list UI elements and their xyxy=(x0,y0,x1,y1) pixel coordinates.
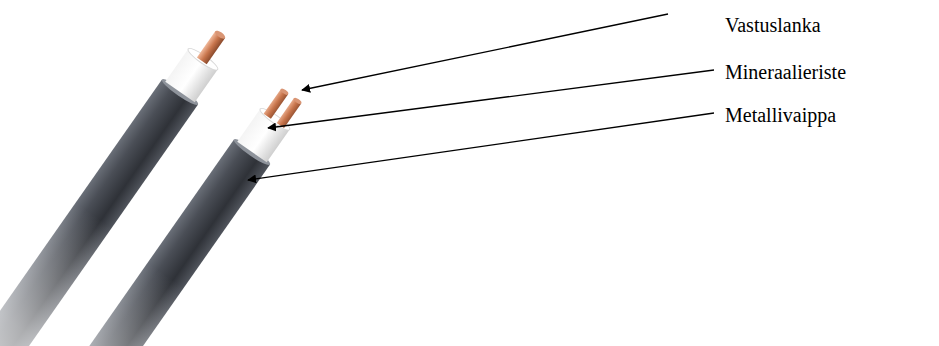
part-label: Metallivaippa xyxy=(725,103,836,127)
part-label: Vastuslanka xyxy=(725,13,821,37)
leader-line xyxy=(248,113,714,180)
wire-end xyxy=(280,87,290,95)
fade-overlay xyxy=(0,253,191,346)
leader-line xyxy=(302,14,668,90)
front-cable xyxy=(0,81,312,346)
fade-overlay xyxy=(0,193,119,346)
wire-end xyxy=(293,97,303,105)
leader-line xyxy=(268,70,714,128)
wire-end xyxy=(214,29,227,40)
copper-wire-group xyxy=(277,97,303,128)
part-label: Mineraalieriste xyxy=(725,60,846,84)
